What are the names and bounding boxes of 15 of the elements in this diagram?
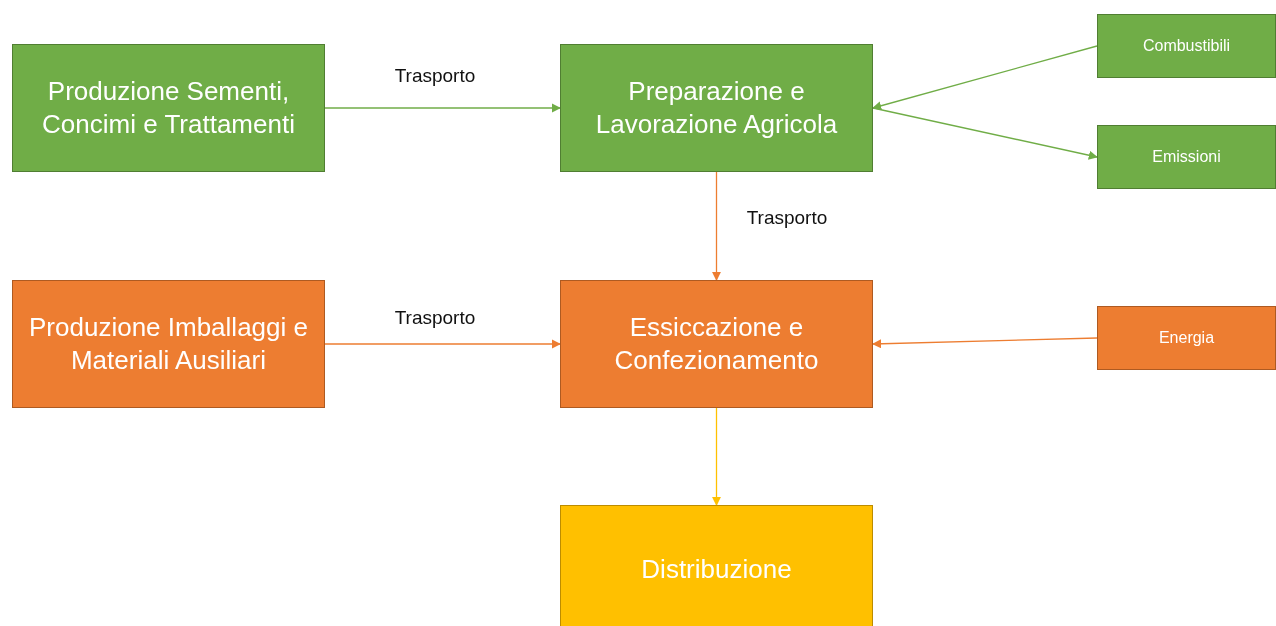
process-box: Combustibili <box>1097 14 1276 78</box>
arrow <box>711 407 722 506</box>
process-box: Produzione Imballaggi e Materiali Ausiliari <box>12 280 325 408</box>
process-box: Emissioni <box>1097 125 1276 189</box>
process-box: Energia <box>1097 306 1276 370</box>
arrow <box>872 337 1098 349</box>
arrow <box>872 45 1098 111</box>
process-box: Essiccazione e Confezionamento <box>560 280 873 408</box>
arrow <box>872 107 1098 160</box>
arrow <box>324 103 561 113</box>
arrow <box>711 171 722 281</box>
process-box: Preparazione e Lavorazione Agricola <box>560 44 873 172</box>
process-box: Produzione Sementi, Concimi e Trattamenti <box>12 44 325 172</box>
process-box: Distribuzione <box>560 505 873 626</box>
arrow <box>324 339 561 349</box>
